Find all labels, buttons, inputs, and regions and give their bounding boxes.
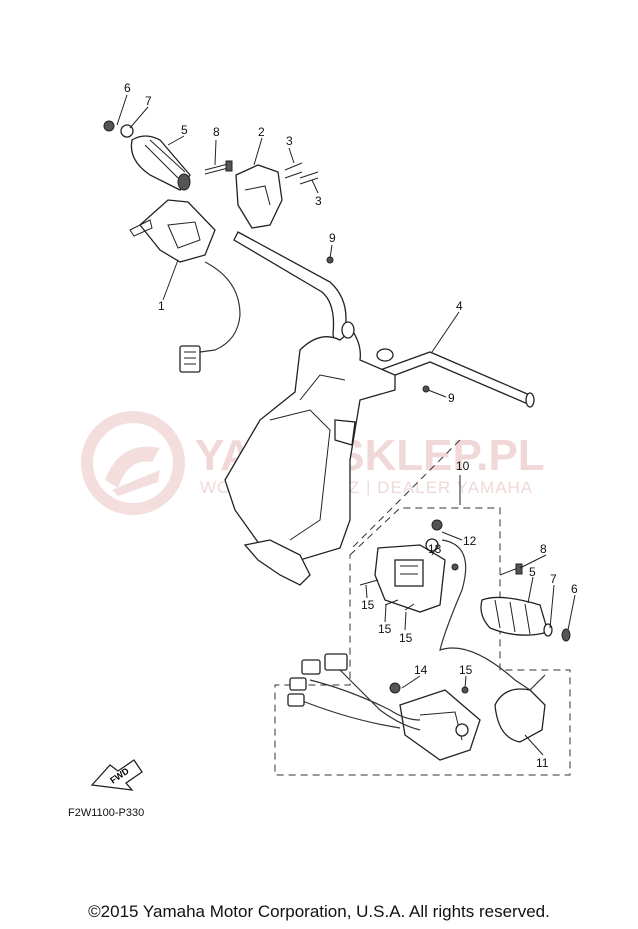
callout-10: 10 — [456, 459, 470, 473]
callout-2: 2 — [258, 125, 265, 139]
callout-12: 12 — [463, 534, 477, 548]
callouts: 6 7 5 8 2 3 3 9 1 4 9 10 12 13 8 5 7 6 1… — [124, 81, 578, 770]
callout-14: 14 — [414, 663, 428, 677]
callout-11: 11 — [536, 756, 549, 770]
callout-13: 13 — [428, 542, 442, 556]
right-switch-assembly-box — [274, 507, 571, 776]
handlebar — [233, 231, 535, 408]
callout-15-a: 15 — [361, 598, 375, 612]
right-grip — [480, 563, 571, 642]
callout-3-lower: 3 — [315, 194, 322, 208]
callout-1: 1 — [158, 299, 165, 313]
throttle-cable-cap — [494, 674, 546, 743]
wire-harness — [287, 653, 421, 731]
callout-15-c: 15 — [399, 631, 413, 645]
callout-15-d: 15 — [459, 663, 473, 677]
callout-5: 5 — [181, 123, 188, 137]
callout-6: 6 — [124, 81, 131, 95]
left-handlebar-switch — [129, 199, 216, 263]
switch-cover — [235, 164, 283, 229]
screws — [204, 160, 430, 393]
diagram-code: F2W1100-P330 — [68, 807, 144, 819]
callout-5-lower: 5 — [529, 565, 536, 579]
copyright-notice: ©2015 Yamaha Motor Corporation, U.S.A. A… — [88, 902, 550, 921]
right-switch-screws — [359, 563, 459, 611]
callout-15-b: 15 — [378, 622, 392, 636]
callout-9-upper: 9 — [329, 231, 336, 245]
watermark-logo-icon — [81, 411, 185, 515]
steering-column — [224, 321, 396, 586]
callout-7: 7 — [145, 94, 152, 108]
right-switch-body — [374, 519, 446, 613]
leader-lines — [116, 94, 576, 756]
throttle-housing — [389, 682, 481, 761]
callout-8-lower: 8 — [540, 542, 547, 556]
callout-9-lower: 9 — [448, 391, 455, 405]
callout-4: 4 — [456, 299, 463, 313]
callout-6-lower: 6 — [571, 582, 578, 596]
left-switch-cable — [179, 261, 241, 373]
callout-8: 8 — [213, 125, 220, 139]
fwd-arrow-icon: FWD — [90, 759, 143, 791]
grip-end-parts — [103, 120, 134, 138]
left-grip — [130, 135, 191, 191]
callout-3-upper: 3 — [286, 134, 293, 148]
callout-7-lower: 7 — [550, 572, 557, 586]
throttle-cable — [439, 539, 531, 691]
